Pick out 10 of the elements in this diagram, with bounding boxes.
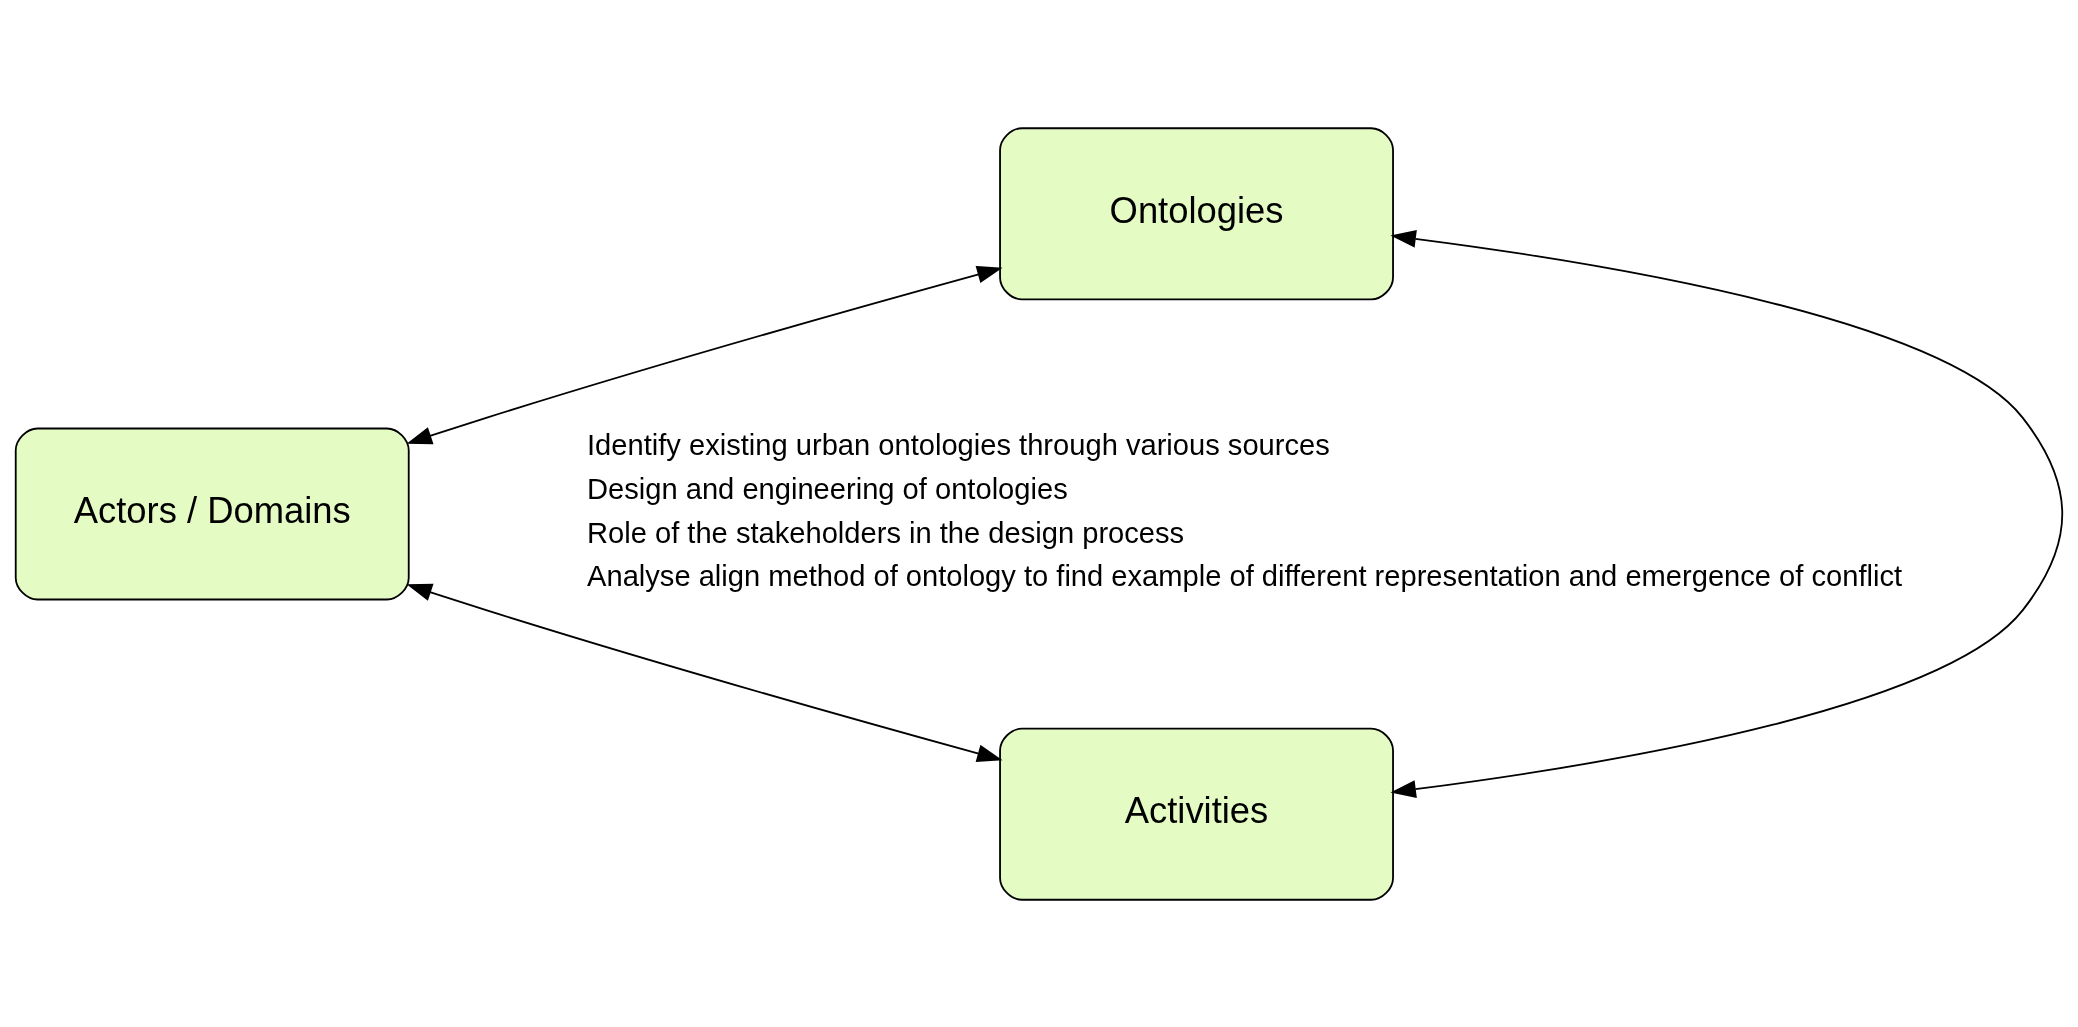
arrow [406, 583, 1003, 762]
node-box: Activities [999, 727, 1394, 901]
label: Identify existing urban ontologies through various sources [587, 428, 1330, 461]
label: Design and engineering of ontologies [587, 472, 1068, 505]
arrow [406, 265, 1003, 444]
arrow [1390, 229, 2064, 798]
label: Role of the stakeholders in the design process [587, 516, 1185, 549]
node-box: Actors / Domains [14, 427, 410, 600]
node-box: Ontologies [999, 126, 1394, 300]
label: Analyse align method of ontology to find example of different representation and emergence of conflict [587, 559, 1903, 592]
